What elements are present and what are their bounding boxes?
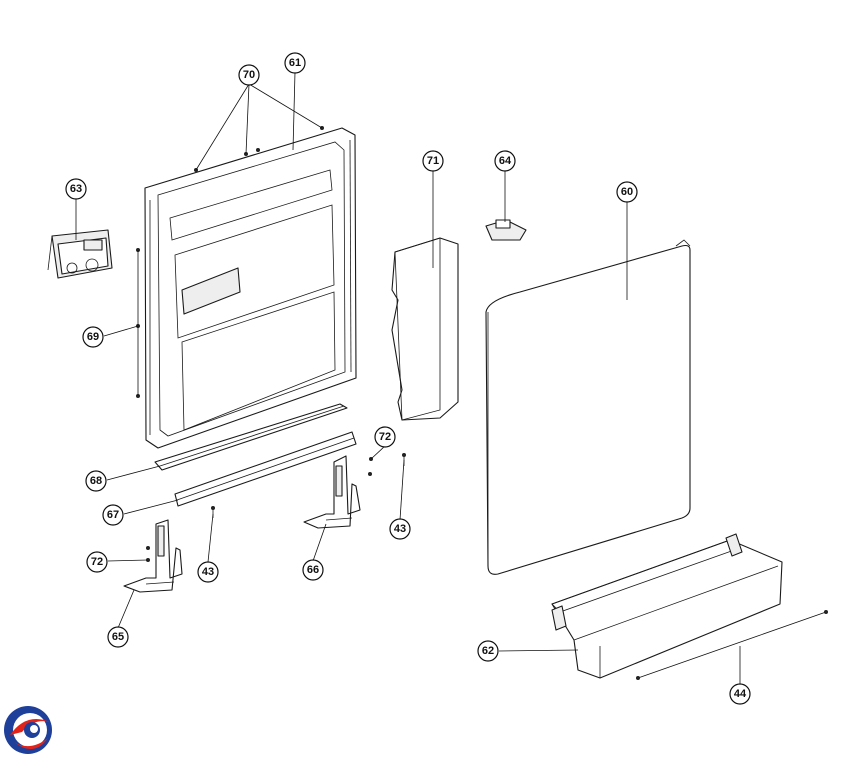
- callout-62: 62: [477, 640, 499, 662]
- svg-text:67: 67: [107, 509, 119, 521]
- callout-66: 66: [302, 559, 324, 581]
- svg-text:68: 68: [90, 475, 102, 487]
- callout-68: 68: [85, 470, 107, 492]
- callout-64: 64: [494, 150, 516, 172]
- bottom-gasket-strip: [154, 403, 348, 471]
- callout-72-left: 72: [86, 551, 108, 573]
- svg-text:44: 44: [734, 688, 747, 700]
- svg-text:43: 43: [202, 566, 214, 578]
- right-hinge: [303, 455, 361, 529]
- door-latch: [485, 219, 527, 241]
- long-screws: [636, 610, 828, 680]
- svg-text:70: 70: [243, 69, 255, 81]
- svg-text:72: 72: [91, 556, 103, 568]
- left-hinge: [123, 519, 183, 593]
- svg-text:66: 66: [307, 564, 319, 576]
- brand-logo-icon: [4, 706, 52, 754]
- svg-text:62: 62: [482, 645, 494, 657]
- callout-69: 69: [82, 326, 104, 348]
- svg-text:61: 61: [289, 57, 301, 69]
- svg-text:65: 65: [112, 631, 124, 643]
- callout-67: 67: [102, 504, 124, 526]
- callout-44: 44: [729, 683, 751, 705]
- svg-text:69: 69: [87, 331, 99, 343]
- callout-43-right: 43: [389, 518, 411, 540]
- outer-door-panel: [485, 239, 691, 575]
- kick-panel: [551, 533, 783, 679]
- callout-43-left: 43: [197, 561, 219, 583]
- svg-text:64: 64: [499, 155, 512, 167]
- svg-text:60: 60: [621, 186, 633, 198]
- side-screws: [136, 248, 140, 398]
- callout-72-right: 72: [374, 426, 396, 448]
- svg-text:71: 71: [427, 155, 439, 167]
- svg-text:43: 43: [394, 523, 406, 535]
- callout-63: 63: [65, 178, 87, 200]
- bottom-seal-bar: [174, 431, 357, 507]
- svg-text:72: 72: [379, 431, 391, 443]
- callout-60: 60: [616, 181, 638, 203]
- detergent-dispenser: [47, 229, 113, 279]
- callout-65: 65: [107, 626, 129, 648]
- svg-text:63: 63: [70, 183, 82, 195]
- leader-lines: [75, 71, 741, 684]
- callout-71: 71: [422, 150, 444, 172]
- callout-61: 61: [284, 52, 306, 74]
- inner-door-panel: [144, 127, 357, 449]
- door-insulation: [391, 237, 459, 421]
- callout-70: 70: [238, 64, 260, 86]
